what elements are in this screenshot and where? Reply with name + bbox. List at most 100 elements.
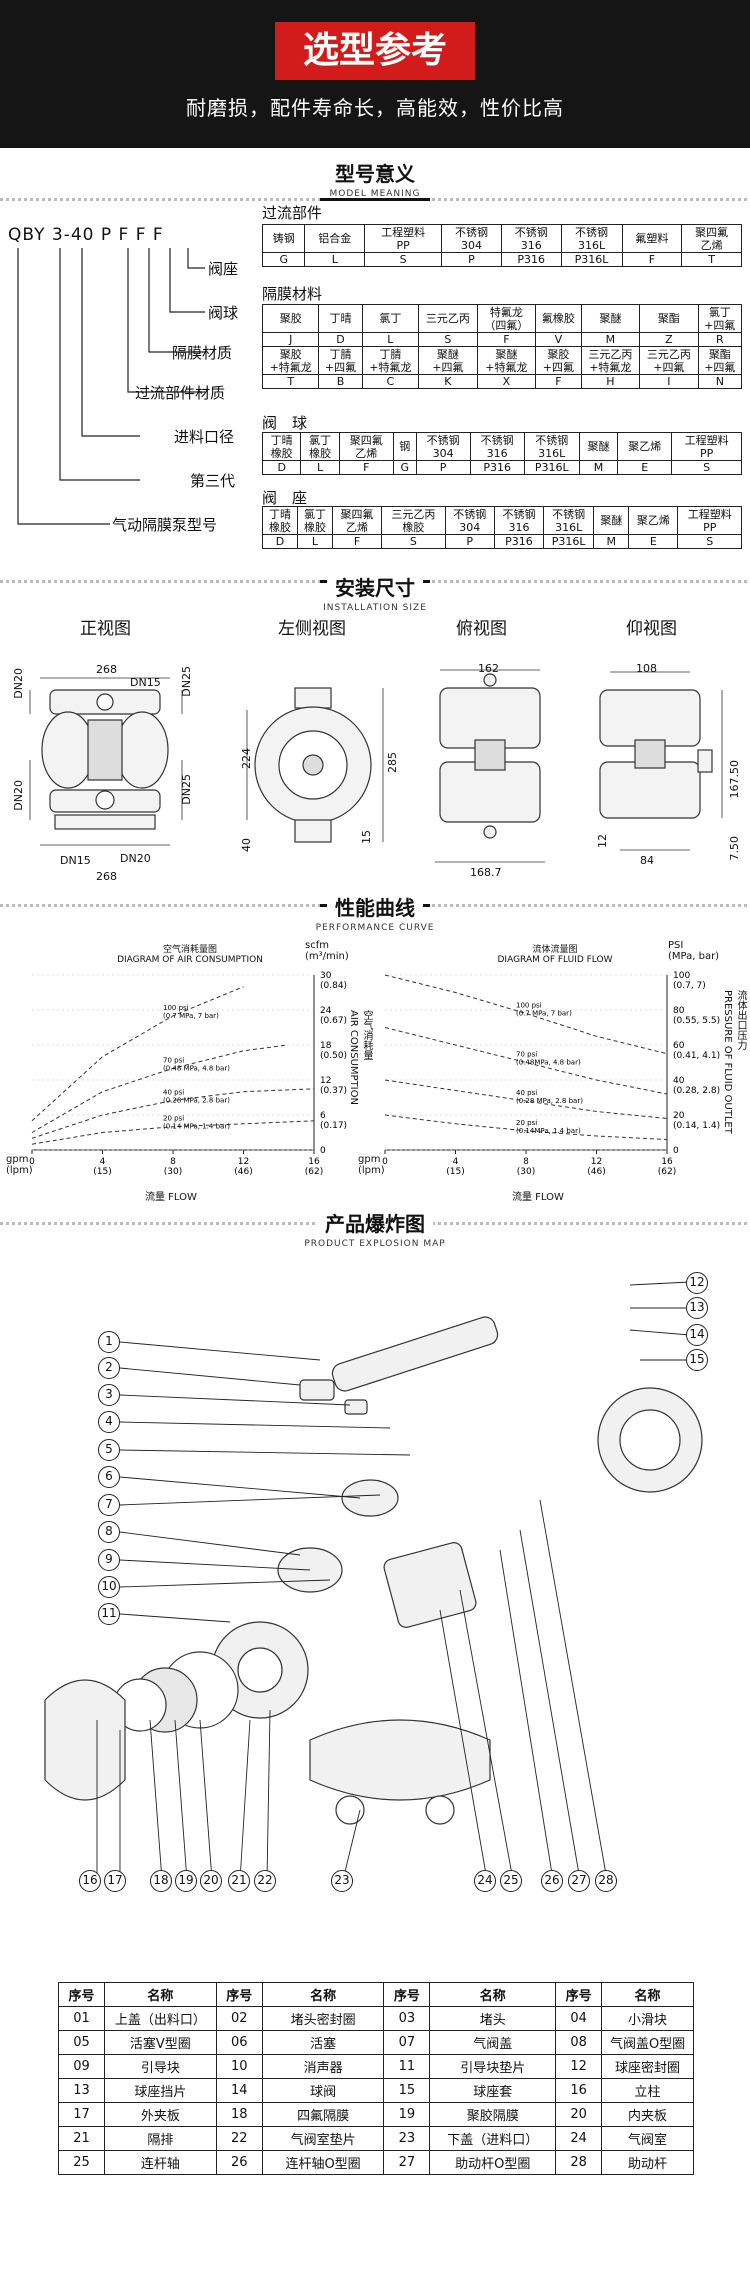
spec-cell: L	[300, 460, 340, 475]
spec-cell: V	[535, 332, 582, 347]
parts-cell: 02	[215, 2006, 263, 2031]
dim-side-40: 40	[240, 838, 253, 852]
spec-cell: T	[681, 252, 742, 267]
parts-cell: 24	[555, 2126, 603, 2151]
fluid-x-tick: 0	[382, 1157, 388, 1167]
fluid-y-tick: 60(0.41, 4.1)	[673, 1041, 720, 1061]
parts-cell: 上盖（出料口）	[103, 2006, 217, 2031]
spec-cell: M	[578, 460, 619, 475]
dim-top-162: 162	[478, 662, 499, 675]
parts-cell: 消声器	[261, 2054, 385, 2079]
spec-cell: 氟塑料	[621, 224, 683, 253]
spec-cell: B	[318, 374, 363, 389]
spec-cell: 聚醚 +四氟	[418, 346, 478, 375]
spec-cell: 铝合金	[304, 224, 366, 253]
parts-cell: 内夹板	[601, 2102, 694, 2127]
parts-cell: 堵头	[429, 2006, 557, 2031]
parts-cell: 25	[58, 2150, 105, 2175]
parts-cell: 球座套	[429, 2078, 557, 2103]
callout-1: 1	[98, 1331, 120, 1353]
air-series-line	[31, 1088, 315, 1139]
spec-cell: 聚酯	[639, 304, 699, 333]
parts-cell: 20	[555, 2102, 603, 2127]
callout-3: 3	[98, 1384, 120, 1406]
spec-cell: D	[262, 534, 298, 549]
spec-cell: 聚醚	[578, 432, 619, 461]
spec-cell: 氯丁	[361, 304, 420, 333]
parts-cell: 14	[215, 2078, 263, 2103]
parts-cell: 立柱	[601, 2078, 694, 2103]
air-y-tick: 12(0.37)	[320, 1076, 347, 1096]
callout-20: 20	[200, 1870, 222, 1892]
air-consumption-chart: 30(0.84)24(0.67)18(0.50)12(0.37)6(0.17)0…	[29, 971, 347, 1177]
spec-cell: 不锈钢 316L	[560, 224, 623, 253]
parts-cell: 小滑块	[601, 2006, 694, 2031]
callout-10: 10	[98, 1576, 120, 1598]
spec-cell: 不锈钢 304	[444, 506, 495, 535]
parts-cell: 10	[215, 2054, 263, 2079]
parts-cell: 聚胶隔膜	[429, 2102, 557, 2127]
fluid-flow-chart: 100(0.7, 7)80(0.55, 5.5)60(0.41, 4.1)40(…	[382, 971, 720, 1177]
spec-cell: L	[304, 252, 366, 267]
spec-cell: F	[476, 332, 537, 347]
parts-cell: 01	[58, 2006, 105, 2031]
spec-cell: 聚醚 +特氟龙	[476, 346, 537, 375]
dim-front-dn25-top: DN25	[180, 666, 193, 697]
spec-cell: 不锈钢 316	[500, 224, 562, 253]
spec-cell: 不锈钢 316L	[523, 432, 580, 461]
parts-cell: 堵头密封圈	[261, 2006, 385, 2031]
parts-cell: 09	[58, 2054, 105, 2079]
spec-cell: 特氟龙 （四氟）	[476, 304, 537, 333]
top-view-drawing	[435, 669, 545, 863]
spec-cell: 丁晴 橡胶	[262, 506, 298, 535]
spec-cell: H	[580, 374, 641, 389]
dim-bottom-750: 7.50	[728, 836, 741, 861]
callout-18: 18	[150, 1870, 172, 1892]
callout-24: 24	[474, 1870, 496, 1892]
air-series-label: 20 psi(0.14 MPa, 1.4 bar)	[163, 1115, 230, 1131]
spec-cell: 三元乙丙 +特氟龙	[580, 346, 641, 375]
dim-front-dn15-top: DN15	[130, 676, 161, 689]
fluid-y-unit: PSI (MPa, bar)	[668, 940, 720, 962]
spec-cell: C	[361, 374, 420, 389]
page-title: 选型参考	[275, 22, 475, 80]
parts-cell: 08	[555, 2030, 603, 2055]
parts-cell: 引导块垫片	[429, 2054, 557, 2079]
fluid-series-label: 20 psi(0.14MPa, 1.4 bar)	[516, 1119, 581, 1135]
fluid-x-tick: 8(30)	[517, 1157, 535, 1177]
spec-cell: P316L	[560, 252, 623, 267]
air-series-line	[31, 1044, 288, 1133]
spec-cell: 氯丁 橡胶	[300, 432, 340, 461]
spec-cell: 聚乙烯	[628, 506, 679, 535]
parts-cell: 名称	[601, 1982, 694, 2007]
air-x-tick: 8(30)	[164, 1157, 182, 1177]
air-y-tick: 18(0.50)	[320, 1041, 347, 1061]
spec-cell: 工程塑料 PP	[671, 432, 742, 461]
air-x-unit: gpm (lpm)	[6, 1154, 33, 1176]
parts-cell: 22	[215, 2126, 263, 2151]
dim-bottom-108: 108	[636, 662, 657, 675]
model-code: QBY 3-40 P F F F	[8, 225, 164, 245]
air-x-tick: 0	[29, 1157, 35, 1167]
parts-cell: 气阀盖O型圈	[601, 2030, 694, 2055]
spec-cell: 聚四氟 乙烯	[331, 506, 383, 535]
parts-cell: 活塞	[261, 2030, 385, 2055]
callout-14: 14	[686, 1324, 708, 1346]
parts-cell: 15	[383, 2078, 431, 2103]
view-label-front: 正视图	[80, 619, 131, 639]
air-y-unit: scfm (m³/min)	[305, 940, 349, 962]
parts-cell: 助动杆	[601, 2150, 694, 2175]
dim-side-15: 15	[360, 830, 373, 844]
parts-cell: 引导块	[103, 2054, 217, 2079]
label-generation: 第三代	[190, 472, 236, 490]
spec-cell: 聚胶 +四氟	[535, 346, 582, 375]
spec-cell: P316	[493, 534, 545, 549]
fluid-x-unit: gpm (lpm)	[358, 1154, 385, 1176]
spec-cell: S	[677, 534, 742, 549]
